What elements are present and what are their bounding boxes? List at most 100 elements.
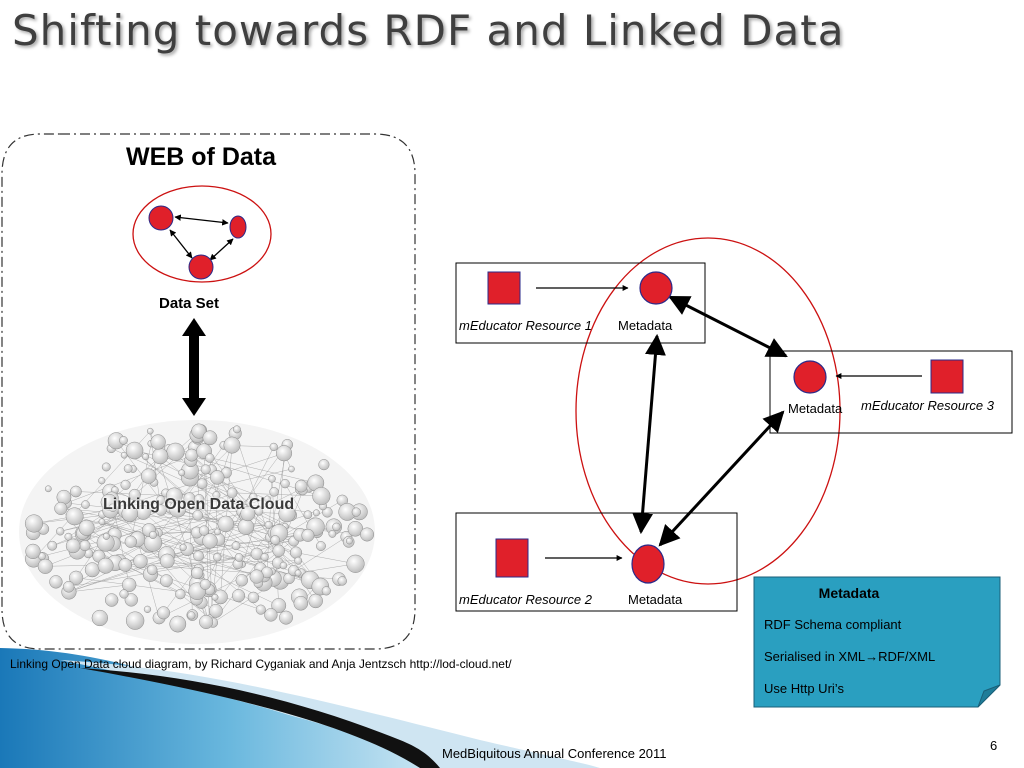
lod-link [106, 536, 199, 570]
lod-cloud-label: Linking Open Data Cloud [103, 496, 295, 513]
lod-bubble [84, 562, 100, 578]
metadata-1-node [639, 271, 673, 305]
dataset-node [148, 205, 174, 231]
lod-link [216, 495, 218, 558]
resource-2-box [455, 512, 738, 612]
lod-bubble [232, 589, 246, 603]
lod-bubble [81, 500, 90, 509]
resource-3-box [769, 350, 1013, 434]
lod-bubble [102, 532, 110, 540]
lod-bubble [232, 425, 241, 434]
lod-bubble [293, 596, 309, 611]
lod-bubble [123, 464, 133, 474]
dataset-edge [174, 214, 229, 226]
lod-bubble [312, 509, 320, 517]
lod-bubble [124, 593, 138, 607]
lod-bubble [169, 615, 187, 633]
lod-bubble [125, 441, 144, 460]
lod-bubble [68, 570, 84, 585]
lod-bubble [200, 464, 211, 475]
lod-bubble [56, 527, 65, 536]
lod-bubble [294, 556, 303, 565]
lod-bubble [226, 487, 238, 499]
lod-bubble [187, 611, 196, 620]
lod-bubble [272, 544, 285, 557]
lod-bubble [351, 507, 361, 517]
lod-bubble [235, 574, 248, 587]
note-title: Metadata [818, 585, 880, 601]
lod-bubble [268, 475, 276, 483]
swoosh-black-band [80, 668, 440, 768]
lod-bubble [321, 586, 331, 596]
lod-bubble [271, 598, 287, 613]
lod-link [116, 440, 161, 501]
lod-bubble [202, 533, 218, 549]
lod-bubble [269, 487, 279, 497]
lod-bubble [270, 535, 281, 545]
metadata-3-node [793, 360, 827, 394]
lod-bubble [143, 605, 152, 613]
lod-bubble [279, 561, 288, 570]
lod-bubble [303, 510, 313, 520]
lod-bubble [159, 553, 175, 569]
metadata-1-3-link-arrow [668, 295, 788, 358]
lod-bubble [124, 535, 137, 548]
lod-bubble [121, 577, 137, 593]
metadata-1-2-link-arrow [632, 333, 666, 535]
lod-bubble [289, 546, 303, 559]
swoosh-blue-band [0, 648, 460, 768]
dataset-node [229, 215, 247, 239]
lod-bubble [159, 574, 173, 588]
lod-bubble [202, 430, 218, 446]
lod-bubble [199, 614, 214, 629]
lod-bubble [346, 554, 365, 573]
lod-bubble [119, 589, 129, 599]
dataset-edge [169, 229, 193, 259]
lod-bubble [152, 447, 169, 465]
lod-link [60, 513, 130, 532]
lod-bubble [65, 507, 84, 526]
metadata-ellipse [575, 237, 841, 585]
web-of-data-title: WEB of Data [126, 143, 276, 171]
lod-link [168, 448, 248, 514]
lod-bubble [185, 448, 199, 462]
lod-bubble [118, 558, 133, 572]
lod-bubble [97, 557, 114, 574]
lod-bubble [217, 515, 234, 533]
lod-bubble [146, 427, 154, 435]
lod-bubble [193, 550, 204, 562]
note-line: Serialised in XML→RDF/XML [764, 649, 936, 664]
lod-bubble [150, 434, 166, 450]
lod-bubble [125, 611, 145, 630]
lod-bubble [249, 492, 258, 502]
note-line: RDF Schema compliant [764, 617, 902, 632]
lod-bubble [156, 606, 171, 620]
lod-link [180, 593, 211, 619]
lod-bubble [249, 569, 264, 584]
lod-bubble [247, 591, 260, 604]
lod-link [242, 511, 260, 565]
resource-1-label: mEducator Resource 1 [459, 318, 592, 333]
lod-bubble [49, 575, 63, 589]
lod-link [66, 451, 205, 504]
lod-link [130, 443, 152, 542]
lod-bubble [316, 541, 326, 551]
lod-bubble [205, 453, 215, 463]
lod-bubble [288, 465, 295, 473]
lod-bubble [121, 505, 139, 522]
lod-bubble [360, 527, 375, 542]
dataset-label: Data Set [159, 295, 220, 312]
lod-bubble [280, 478, 290, 489]
lod-bubble [237, 518, 255, 535]
lod-bubble [308, 593, 323, 609]
lod-bubble [211, 593, 219, 601]
lod-bubble [328, 530, 337, 538]
lod-bubble [264, 520, 273, 529]
lod-bubble [148, 530, 157, 539]
lod-bubble [101, 462, 111, 472]
note-line: Use Http Uri’s [764, 681, 844, 696]
lod-bubble [223, 436, 241, 454]
lod-link [177, 508, 288, 514]
lod-bubble [255, 604, 266, 615]
